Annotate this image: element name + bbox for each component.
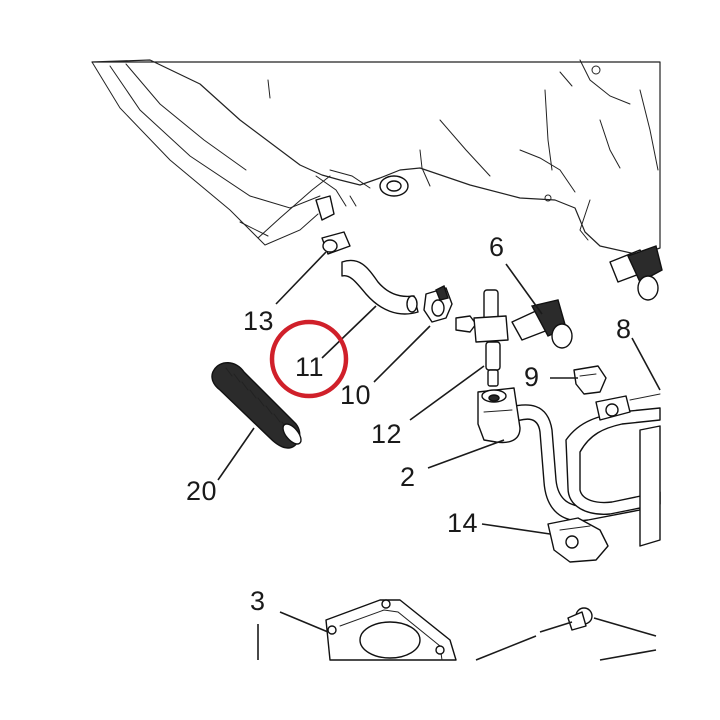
part-13-clamp bbox=[321, 231, 351, 255]
callout-10: 10 bbox=[340, 380, 371, 410]
frame-assembly bbox=[91, 59, 661, 256]
bolt bbox=[475, 607, 657, 661]
callout-8: 8 bbox=[616, 314, 632, 344]
callout-6: 6 bbox=[489, 232, 505, 262]
part-20-hose bbox=[211, 362, 302, 449]
part-12-t-fitting bbox=[455, 289, 509, 387]
callout-14: 14 bbox=[447, 508, 478, 538]
highlight-circle-11 bbox=[269, 319, 349, 399]
leader-lines bbox=[217, 251, 661, 660]
callout-13: 13 bbox=[243, 306, 274, 336]
part-2-fitting bbox=[477, 387, 521, 444]
callout-9: 9 bbox=[524, 362, 540, 392]
callout-20: 20 bbox=[186, 476, 217, 506]
injector-upper-right bbox=[609, 245, 663, 301]
callout-3: 3 bbox=[250, 586, 266, 616]
part-10-clamp bbox=[423, 285, 453, 323]
callout-labels: 13 11 10 12 6 8 9 2 20 14 3 bbox=[186, 232, 632, 616]
part-11-hose bbox=[341, 259, 419, 315]
callout-11: 11 bbox=[295, 352, 324, 382]
part-9-clip bbox=[573, 365, 607, 395]
callout-12: 12 bbox=[371, 419, 402, 449]
callout-2: 2 bbox=[400, 462, 416, 492]
part-14-bracket bbox=[547, 517, 609, 563]
part-6-injector bbox=[511, 299, 573, 349]
part-3-gasket bbox=[325, 599, 457, 661]
